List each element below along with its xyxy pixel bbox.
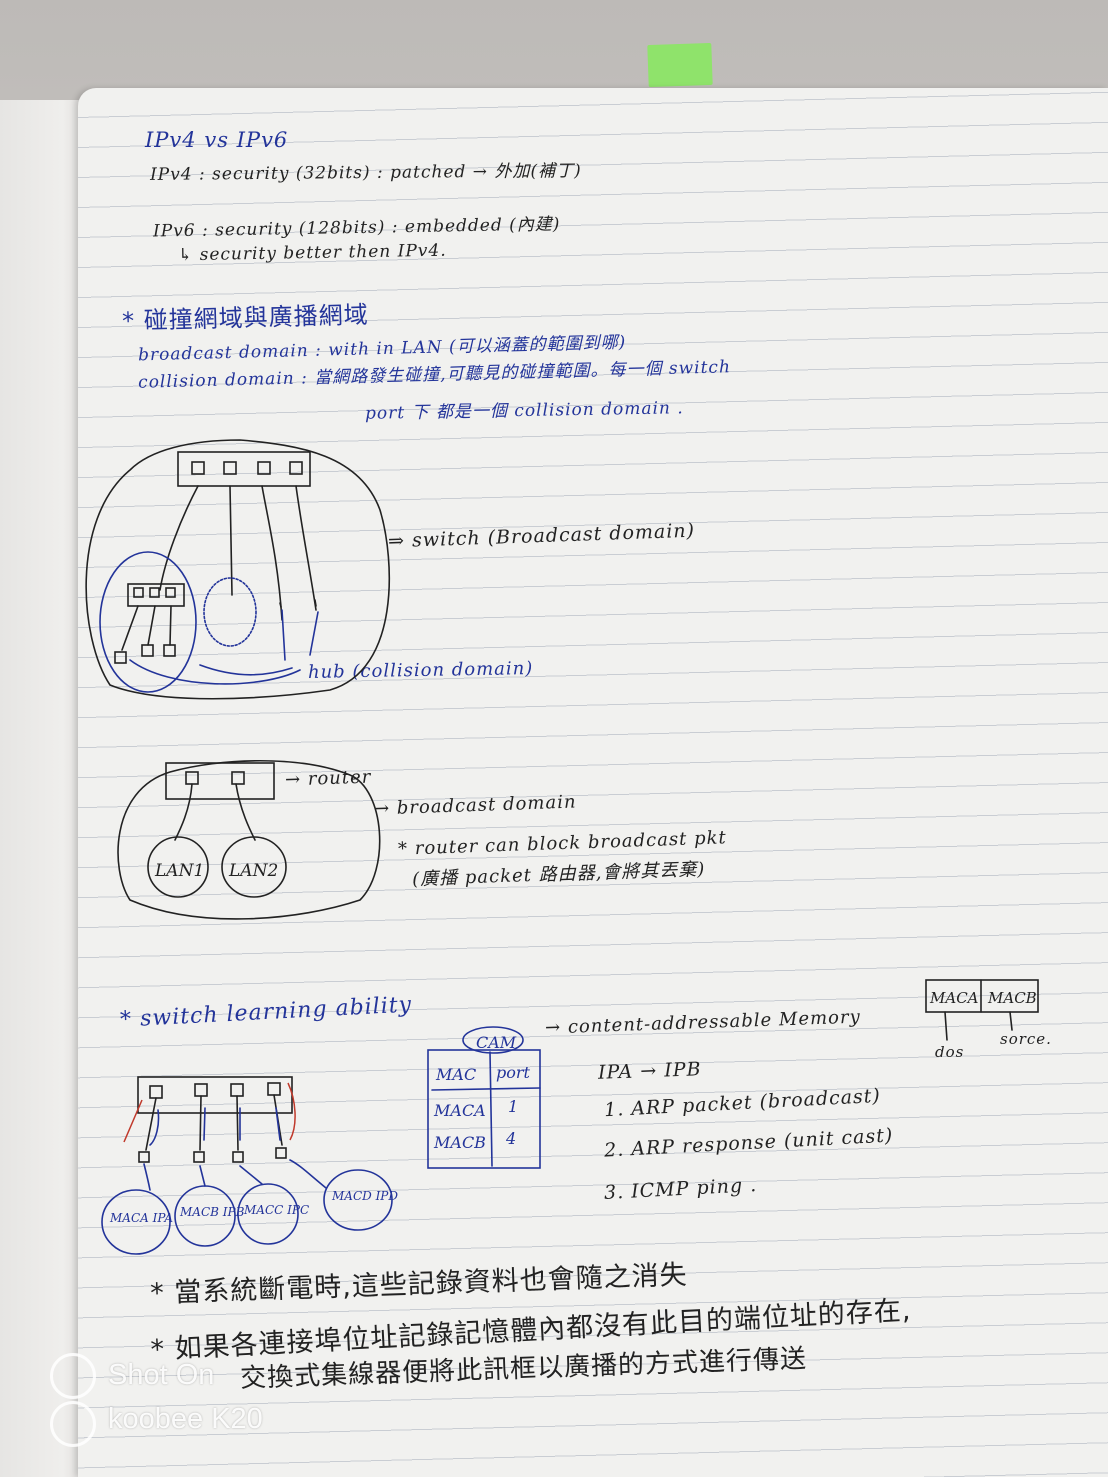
frame-mac-a: MACA (929, 989, 979, 1007)
collision-domain-circle (99, 551, 197, 693)
host-d-label: MACD IPD (331, 1189, 398, 1203)
hub-port-2 (149, 587, 160, 598)
left-notebook-page (0, 100, 90, 1477)
cam-header-mac: MAC (435, 1065, 476, 1084)
lan1-label: LAN1 (154, 861, 204, 881)
cam-row1-mac: MACA (433, 1101, 486, 1120)
lan2-label: LAN2 (228, 861, 278, 881)
switch-link-1 (159, 485, 199, 591)
router-broadcast-circle (117, 759, 381, 920)
watermark-line-1: Shot On (108, 1359, 215, 1391)
watermark-line-2: koobee K20 (108, 1403, 263, 1435)
lens-icon (50, 1401, 96, 1447)
host-d-circle (323, 1169, 393, 1231)
router-port-2 (231, 771, 245, 785)
host-a-label: MACA IPA (109, 1211, 173, 1225)
router-link-2 (235, 783, 256, 841)
hub-host-1 (114, 651, 127, 664)
hub-host-3 (163, 644, 176, 657)
switch-box (177, 451, 311, 487)
lan1-circle (147, 836, 209, 898)
switch-link-3 (261, 485, 283, 621)
switch-port-1 (191, 461, 205, 475)
host-b-label: MACB IPB (179, 1205, 245, 1219)
camera-watermark: Shot On koobee K20 (50, 1353, 310, 1447)
frame-mac-b: MACB (987, 989, 1037, 1007)
cam-header-port: port (496, 1063, 531, 1082)
switch-port-2 (223, 461, 237, 475)
cam-row1-port: 1 (508, 1097, 518, 1116)
router-port-1 (185, 771, 199, 785)
hub-links (121, 605, 172, 651)
hub-box (127, 583, 185, 607)
lan2-circle (221, 836, 287, 898)
switch-link-2 (229, 485, 233, 596)
frame-dst-label: dos (935, 1043, 965, 1061)
aperture-icon (50, 1353, 96, 1399)
cam-row2-mac: MACB (433, 1133, 486, 1152)
switch-port-4 (289, 461, 303, 475)
ipv4-vs-ipv6-title: IPv4 vs IPv6 (145, 128, 289, 152)
host-a-circle (101, 1189, 171, 1255)
router-link-1 (174, 783, 193, 841)
host-c-label: MACC IPC (243, 1203, 309, 1217)
router-box (165, 762, 275, 800)
cam-row2-port: 4 (505, 1129, 516, 1148)
host-c-circle (237, 1183, 299, 1245)
frame-box (925, 979, 1039, 1013)
cam-label: CAM (476, 1033, 517, 1052)
hub-port-3 (165, 587, 176, 598)
hub-host-2 (141, 644, 154, 657)
cam-table (427, 1049, 541, 1169)
cam-ellipse (462, 1026, 524, 1054)
switch-port-3 (257, 461, 271, 475)
hub-port-1 (133, 587, 144, 598)
frame-src-label: sorce. (1000, 1030, 1052, 1048)
broadcast-domain-circle (85, 439, 391, 700)
notebook-page (78, 88, 1108, 1477)
switch-link-4 (295, 485, 317, 611)
